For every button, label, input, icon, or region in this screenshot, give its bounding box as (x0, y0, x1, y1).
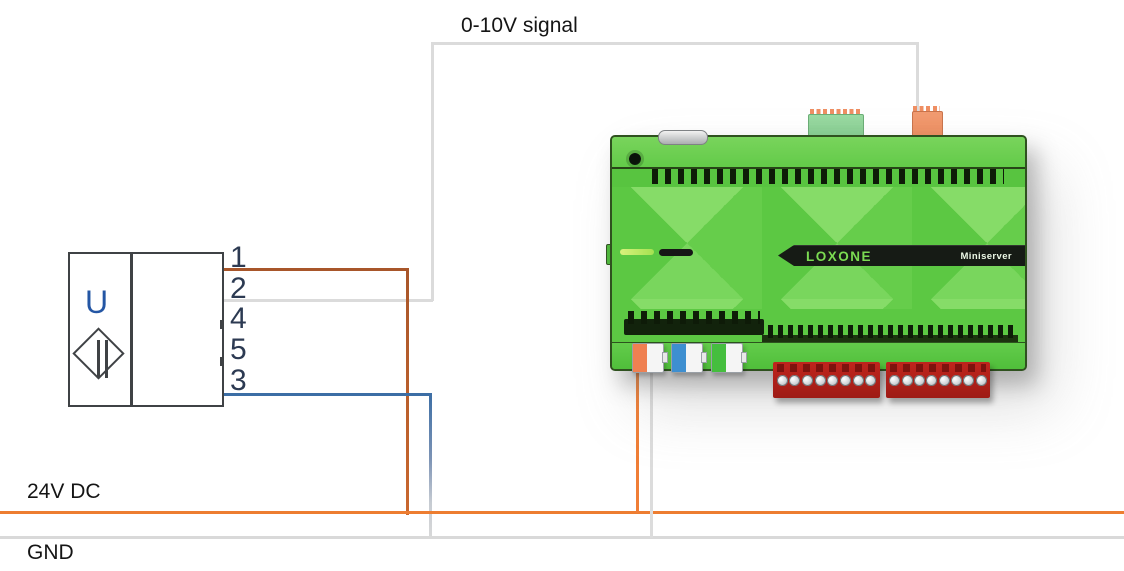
device-power-wire-orange (636, 368, 639, 513)
diamond-inner-line (97, 340, 100, 378)
blue-wire-connector (672, 344, 686, 372)
terminal-number-2: 2 (230, 272, 247, 305)
diamond-inner-line (105, 340, 108, 378)
reset-hole-icon (629, 153, 641, 165)
loxone-miniserver: LOXONE Miniserver (606, 104, 1028, 404)
signal-wire-vertical-up (431, 43, 434, 301)
relay-block-teeth (777, 364, 876, 372)
status-led (620, 249, 654, 255)
sensor-box: U (68, 252, 224, 407)
brand-badge: LOXONE Miniserver (778, 245, 1025, 266)
lower-right-pin-bed (762, 335, 1018, 342)
connector-tab (701, 352, 707, 363)
miniserver-body: LOXONE Miniserver (610, 135, 1027, 371)
top-clip (658, 130, 708, 145)
lower-right-pins (768, 325, 1014, 338)
connector-tab (741, 352, 747, 363)
upper-terminal-slots (652, 169, 1004, 184)
orange-wire-connector (633, 344, 647, 372)
ground-label: GND (27, 541, 74, 564)
terminal-number-5: 5 (230, 333, 247, 366)
terminal-number-3: 3 (230, 364, 247, 397)
minus-wire-vertical-down (429, 393, 432, 539)
relay-block-screws (775, 375, 878, 386)
terminal-stub (220, 320, 224, 329)
ground-rail (0, 536, 1124, 539)
green-wire-connector (712, 344, 726, 372)
power-rail-24v (0, 511, 1124, 514)
plus-wire-vertical-down (406, 268, 409, 515)
terminal-stub (220, 357, 224, 366)
relay-terminal-block-right (886, 362, 990, 398)
sensor-box-divider (130, 254, 133, 405)
terminal-number-4: 4 (230, 302, 247, 335)
signal-label: 0-10V signal (461, 14, 578, 37)
ai-block-pins (913, 106, 940, 112)
miniserver-upper-terminal-row (612, 169, 1025, 187)
link-connector-green-white (711, 343, 747, 373)
connector-tab (662, 352, 668, 363)
lower-left-pins (628, 311, 760, 324)
relay-block-screws (888, 375, 988, 386)
analog-block-pins (810, 109, 860, 115)
device-ground-wire-white (650, 368, 653, 538)
link-connector-blue-white (671, 343, 707, 373)
sensor-voltage-symbol: U (85, 284, 109, 320)
power-label: 24V DC (27, 480, 101, 503)
model-name-text: Miniserver (960, 250, 1012, 262)
relay-terminal-block-left (773, 362, 880, 398)
signal-wire-horizontal-top (431, 42, 918, 45)
supply-connector-orange-white (632, 343, 668, 373)
minus-wire-horizontal-from-terminal3 (222, 393, 432, 396)
relay-block-teeth (890, 364, 986, 372)
plus-wire-horizontal-from-terminal1 (222, 268, 409, 271)
signal-wire-horizontal-from-terminal2 (222, 299, 433, 302)
sd-card-slot (659, 249, 693, 256)
signal-wire-vertical-down-to-device (916, 42, 919, 116)
terminal-number-1: 1 (230, 241, 247, 274)
brand-logo-text: LOXONE (806, 248, 873, 264)
